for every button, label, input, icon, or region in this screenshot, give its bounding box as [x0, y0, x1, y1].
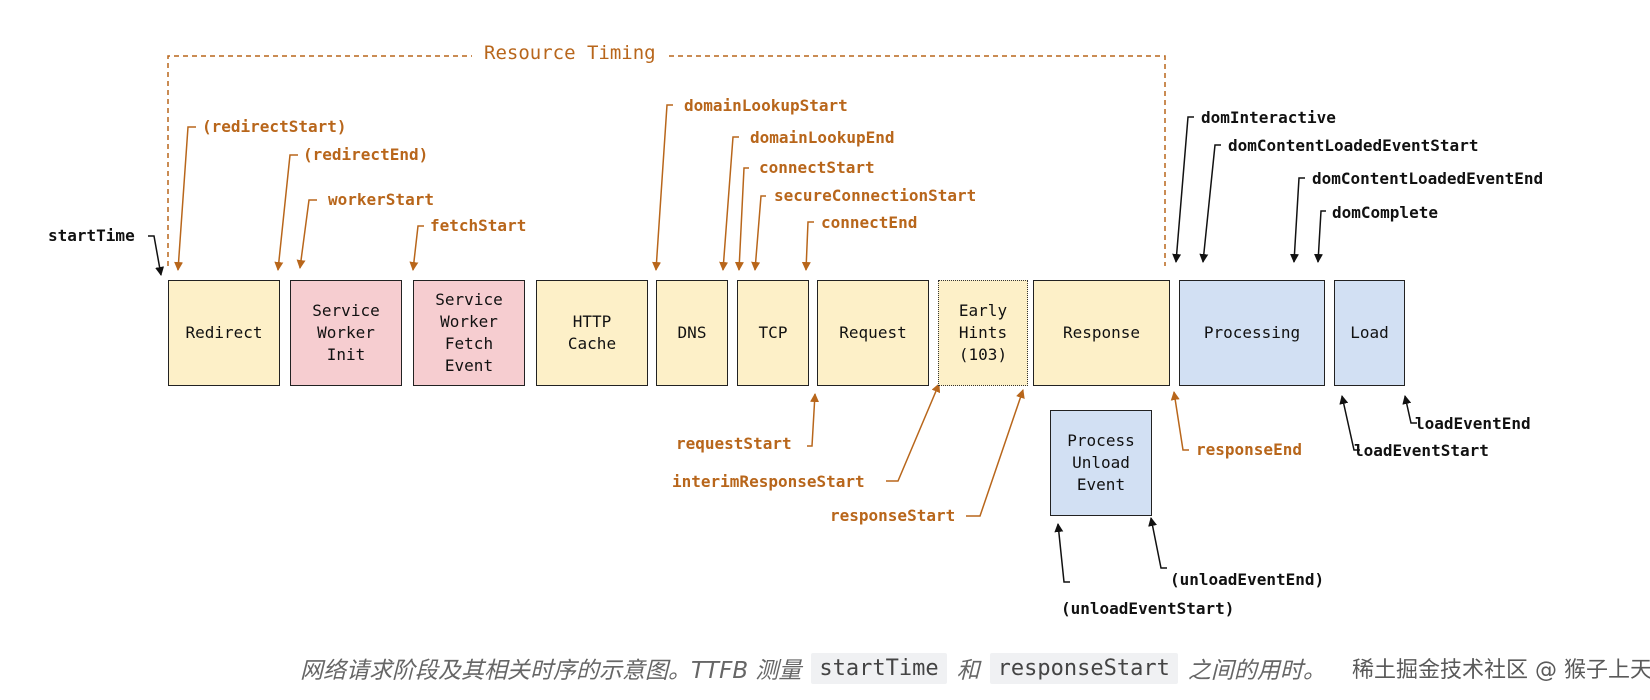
response-end-arrow — [1170, 391, 1189, 451]
phase-redirect: Redirect — [168, 280, 280, 386]
phase-dns: DNS — [656, 280, 728, 386]
label-secure-connection-start: secureConnectionStart — [774, 186, 977, 205]
phase-tcp: TCP — [737, 280, 809, 386]
label-load-event-start: loadEventStart — [1354, 441, 1489, 460]
caption-prefix: 网络请求阶段及其相关时序的示意图。TTFB 测量 — [300, 658, 802, 684]
redirect-end-arrow — [274, 154, 298, 271]
label-dom-complete: domComplete — [1332, 203, 1438, 222]
label-interim-response-start: interimResponseStart — [672, 472, 865, 491]
label-domain-lookup-start: domainLookupStart — [684, 96, 848, 115]
secure-connection-start-arrow — [751, 195, 766, 271]
worker-start-arrow — [296, 199, 317, 269]
request-start-arrow — [807, 393, 820, 447]
label-start-time: startTime — [48, 226, 135, 245]
unload-event-start-arrow — [1054, 523, 1070, 583]
phase-load: Load — [1334, 280, 1405, 386]
fetch-start-arrow — [409, 225, 424, 271]
phase-early-hints: Early Hints (103) — [938, 280, 1028, 386]
domain-lookup-end-arrow — [719, 136, 739, 271]
domain-lookup-start-arrow — [652, 104, 673, 271]
label-fetch-start: fetchStart — [430, 216, 527, 235]
phase-request: Request — [817, 280, 929, 386]
label-redirect-start: (redirectStart) — [202, 117, 347, 136]
caption-middle: 和 — [956, 658, 980, 684]
unload-event-end-arrow — [1148, 517, 1167, 569]
dom-complete-arrow — [1313, 210, 1326, 263]
watermark: 稀土掘金技术社区 @ 猴子上天 — [1352, 658, 1650, 683]
start-time-arrow — [148, 235, 165, 276]
load-event-start-arrow — [1339, 395, 1360, 451]
resource-timing-title: Resource Timing — [472, 42, 668, 64]
caption-suffix: 之间的用时。 — [1187, 658, 1326, 684]
redirect-start-arrow — [174, 126, 196, 271]
label-dom-content-loaded-event-end: domContentLoadedEventEnd — [1312, 169, 1544, 188]
figure-caption: 网络请求阶段及其相关时序的示意图。TTFB 测量 startTime 和 res… — [300, 650, 1326, 686]
phase-process-unload-event: Process Unload Event — [1050, 410, 1152, 516]
label-connect-start: connectStart — [759, 158, 875, 177]
label-load-event-end: loadEventEnd — [1415, 414, 1531, 433]
label-worker-start: workerStart — [328, 190, 434, 209]
label-dom-content-loaded-event-start: domContentLoadedEventStart — [1228, 136, 1479, 155]
phase-processing: Processing — [1179, 280, 1325, 386]
interim-response-start-arrow — [886, 383, 941, 482]
dom-content-loaded-event-end-arrow — [1289, 177, 1305, 263]
label-dom-interactive: domInteractive — [1201, 108, 1336, 127]
connect-end-arrow — [801, 221, 814, 271]
phase-service-worker-init: Service Worker Init — [290, 280, 402, 386]
response-start-arrow — [966, 389, 1025, 517]
load-event-end-arrow — [1402, 395, 1417, 424]
label-request-start: requestStart — [676, 434, 792, 453]
label-unload-event-end: (unloadEventEnd) — [1170, 570, 1325, 589]
label-connect-end: connectEnd — [821, 213, 918, 232]
label-response-end: responseEnd — [1196, 440, 1302, 459]
phase-service-worker-fetch-event: Service Worker Fetch Event — [413, 280, 525, 386]
phase-response: Response — [1033, 280, 1170, 386]
dom-content-loaded-event-start-arrow — [1199, 144, 1221, 263]
connect-start-arrow — [734, 167, 749, 271]
dom-interactive-arrow — [1172, 116, 1194, 263]
caption-code-response-start: responseStart — [989, 652, 1178, 684]
label-domain-lookup-end: domainLookupEnd — [750, 128, 895, 147]
caption-code-start-time: startTime — [811, 652, 947, 684]
label-response-start: responseStart — [830, 506, 956, 525]
phase-http-cache: HTTP Cache — [536, 280, 648, 386]
label-unload-event-start: (unloadEventStart) — [1061, 599, 1235, 618]
label-redirect-end: (redirectEnd) — [303, 145, 429, 164]
